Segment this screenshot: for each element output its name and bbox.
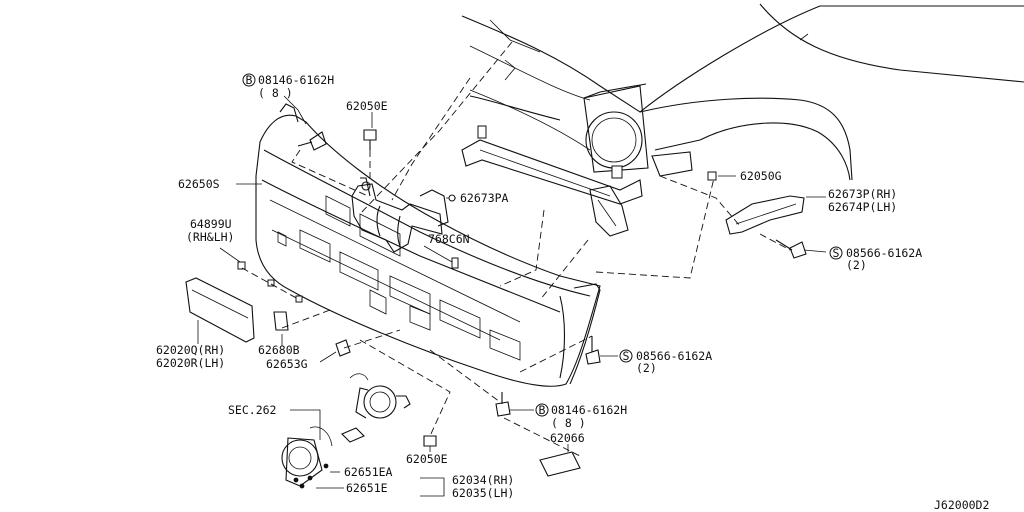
bumper-fascia [255,103,601,387]
clip-62050e-upper [363,129,377,150]
callout-62680b: 62680B [258,343,300,357]
headlamp-housing [583,83,649,173]
callout-62673p-rh: 62673P(RH) [828,187,897,201]
clip-62050g [707,171,717,181]
callout-62651e: 62651E [346,481,388,495]
callout-62673pa: 62673PA [460,191,509,205]
callout-62034-rh: 62034(RH) [452,473,514,487]
callout-62066: 62066 [550,431,585,445]
callout-rh-lh: (RH&LH) [186,230,234,244]
symbol-letter: S [833,246,840,260]
callout-768c6n: 768C6N [428,232,470,246]
center-bracket [351,177,449,253]
diagram-id: J62000D2 [934,498,989,512]
bolt-08566-lower [585,336,601,365]
cover-62066 [539,451,581,477]
callout-labels: B 08146-6162H ( 8 ) 62050E 62650S 62673P… [156,73,922,500]
screw-symbol-icon [619,349,633,363]
symbol-letter: B [539,403,546,417]
callout-qty: (2) [846,258,867,272]
bolt-symbol-icon [242,73,256,87]
assembly-lines [241,41,791,457]
callout-64899u: 64899U [190,217,232,231]
bolt-08146-lower [495,392,511,417]
symbol-letter: B [246,73,253,87]
callout-62651ea: 62651EA [344,465,393,479]
fasteners [237,129,807,477]
side-moulding [185,277,255,343]
callout-62050e-top: 62050E [346,99,388,113]
vehicle-body-outline [461,3,1024,181]
symbol-letter: S [623,349,630,363]
bolt-08566-side [775,239,807,259]
clip-62653g [335,339,351,357]
fog-lamp-assembly [281,373,411,489]
callout-62020q-rh: 62020Q(RH) [156,343,225,357]
retainer-64899u [237,261,246,270]
callout-sec262: SEC.262 [228,403,276,417]
callout-08566-6162a-side: 08566-6162A [846,246,922,260]
screw-symbol-icon [829,246,843,260]
callout-62050g: 62050G [740,169,782,183]
callout-08566-6162a-lower: 08566-6162A [636,349,712,363]
bolt-08146-upper [297,131,327,151]
callout-qty: ( 8 ) [551,416,586,430]
callout-62035-lh: 62035(LH) [452,486,514,500]
bolt-symbol-icon [535,403,549,417]
upper-bracket [461,125,693,237]
callout-08146-6162h-top: 08146-6162H [258,73,334,87]
small-clips [267,257,459,303]
callout-62650s: 62650S [178,177,220,191]
callout-62674p-lh: 62674P(LH) [828,200,897,214]
callout-qty: ( 8 ) [258,86,293,100]
side-bracket [725,195,805,235]
callout-qty: (2) [636,361,657,375]
retainer-62680b [273,311,289,331]
leader-lines [197,95,827,497]
callout-62020r-lh: 62020R(LH) [156,356,225,370]
callout-08146-6162h-lower: 08146-6162H [551,403,627,417]
callout-62050e-lower: 62050E [406,452,448,466]
callout-62653g: 62653G [266,357,308,371]
clip-62050e-lower [423,435,437,447]
